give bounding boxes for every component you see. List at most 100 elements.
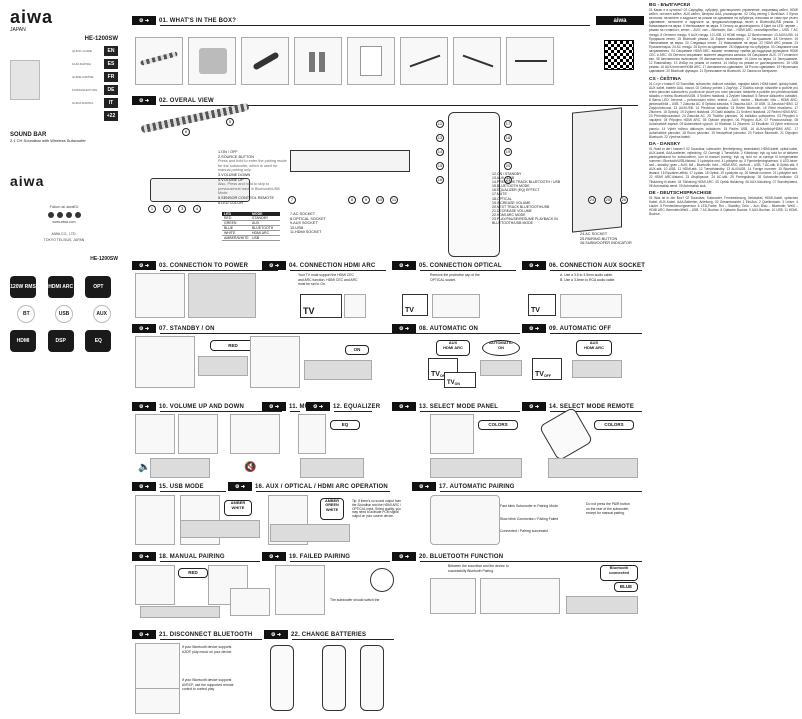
failed-note: The subwoofer should switch the [330,598,380,602]
aux-soundbar [270,524,350,542]
disconnect-phone-2 [135,688,180,714]
section-title: 11. MUTE [289,403,318,410]
section-rule [420,561,642,562]
product-subtitle: 2.1 CH Soundbar with Wireless Subwoofer [10,138,86,143]
callout-6: 6 [182,128,190,136]
manual-pair-panel [135,565,175,605]
section-header-s14: ⚙ ➜14. SELECT MODE REMOTE [522,402,634,411]
section-header-s17: ⚙ ➜17. AUTOMATIC PAIRING [412,482,515,491]
bt-blue-label: BLUE [614,582,638,592]
step-icon: ⚙ ➜ [522,324,546,333]
soundbar-auto-on [480,360,522,376]
section-rule [160,561,260,562]
section-rule [420,411,520,412]
box-item-hdmi-cable [400,37,448,85]
callout-1: 1 [148,205,156,213]
automatic-on-label: AUTOMATIC ON [482,340,520,356]
usb-stick-illustration [135,495,175,545]
amber-green-white-label: AMBER GREEN WHITE [320,498,344,520]
failed-pair-socket [275,565,325,615]
plug-in-illustration [135,336,195,388]
callout-21: 21 [504,176,512,184]
box-item-soundbar [135,37,183,85]
section-header-s4: ⚙ ➜04. CONNECTION HDMI ARC [262,261,375,270]
aux-hdmi-label-2: AUX HDMI ARC [576,340,612,356]
step-icon: ⚙ ➜ [262,552,286,561]
manual-pair-soundbar [140,606,220,618]
battery-step-2 [322,645,346,711]
volume-remote-illustration [178,414,218,454]
section-rule [550,333,642,334]
instagram-icon[interactable] [56,212,63,218]
optical-icon: OPT [85,276,112,298]
hdmi-icon: HDMI [10,330,36,352]
eq-soundbar [300,458,364,478]
hdmi-arc-icon: HDMI ARC [47,276,74,298]
battery-step-1 [270,645,294,711]
section-title: 09. AUTOMATIC OFF [549,325,612,332]
section-header-s10: ⚙ ➜10. VOLUME UP AND DOWN [132,402,244,411]
callout-17: 17 [504,120,512,128]
section-rule [160,270,278,271]
step-icon: ⚙ ➜ [132,630,156,639]
usb-icon: USB [54,305,73,323]
step-icon: ⚙ ➜ [412,482,436,491]
eq-label: EQ [330,420,360,430]
step-icon: ⚙ ➜ [132,482,156,491]
aux-icon: AUX [92,305,111,323]
lang-body: 01 Was ist in der Box? 02 Soundbar, Subw… [649,195,798,217]
brand-logo-2: aiwa [10,173,45,189]
pairing-note: Do not press the PAIR button on the rear… [586,502,630,516]
callout-5: 5 [226,118,234,126]
mute-icon: 🔇 [244,462,257,473]
disconnect-phone-1 [135,643,180,693]
section-header-s16: ⚙ ➜16. AUX / OPTICAL / HDMI ARC OPERATIO… [228,482,388,491]
remote-illustration [448,112,500,257]
aux-hdmi-label: AUX HDMI ARC [436,340,470,356]
section-rule [160,491,226,492]
section-header-s15: ⚙ ➜15. USB MODE [132,482,204,491]
section-rule [440,491,642,492]
youtube-icon[interactable] [74,212,81,218]
box-item-manual [347,37,395,85]
section-title: 08. AUTOMATIC ON [419,325,479,332]
section-title: 20. BLUETOOTH FUNCTION [419,553,504,560]
section-header-s21: ⚙ ➜21. DISCONNECT BLUETOOTH [132,630,252,639]
box-item-batteries [294,37,342,85]
callout-7: 7 [288,196,296,204]
box-item-optical-cable [453,37,501,85]
twitter-icon[interactable] [65,212,72,218]
website[interactable]: www.aiwa.com [52,220,76,224]
soundbar-on-illustration [304,360,372,380]
section-header-s6: ⚙ ➜06. CONNECTION AUX SOCKET [522,261,645,270]
section-header-s19: ⚙ ➜19. FAILED PAIRING [262,552,350,561]
section-header-s1: ⚙ ➜01. WHAT'S IN THE BOX? [132,16,236,25]
callout-20: 20 [504,162,512,170]
lang-row[interactable]: +22 [42,110,118,122]
facebook-icon[interactable] [47,212,54,218]
section-header-s7: ⚙ ➜07. STANDBY / ON [132,324,215,333]
bt-soundbar [566,596,638,614]
section-header-s3: ⚙ ➜03. CONNECTION TO POWER [132,261,248,270]
section-title: 01. WHAT'S IN THE BOX? [159,17,237,24]
section-title: 14. SELECT MODE REMOTE [549,403,635,410]
qr-code[interactable] [604,40,634,70]
follow-text: Follow us! aiwaEU [49,205,79,209]
section-title: 22. CHANGE BATTERIES [291,631,367,638]
mode-remote-soundbar [548,458,638,478]
volume-soundbar [150,458,210,478]
section-title: 19. FAILED PAIRING [289,553,351,560]
callout-15: 15 [436,162,444,170]
callout-26: 26 [620,196,628,204]
section-rule [290,561,390,562]
section-title: 02. OVERAL VIEW [159,97,214,104]
callout-3: 3 [178,205,186,213]
